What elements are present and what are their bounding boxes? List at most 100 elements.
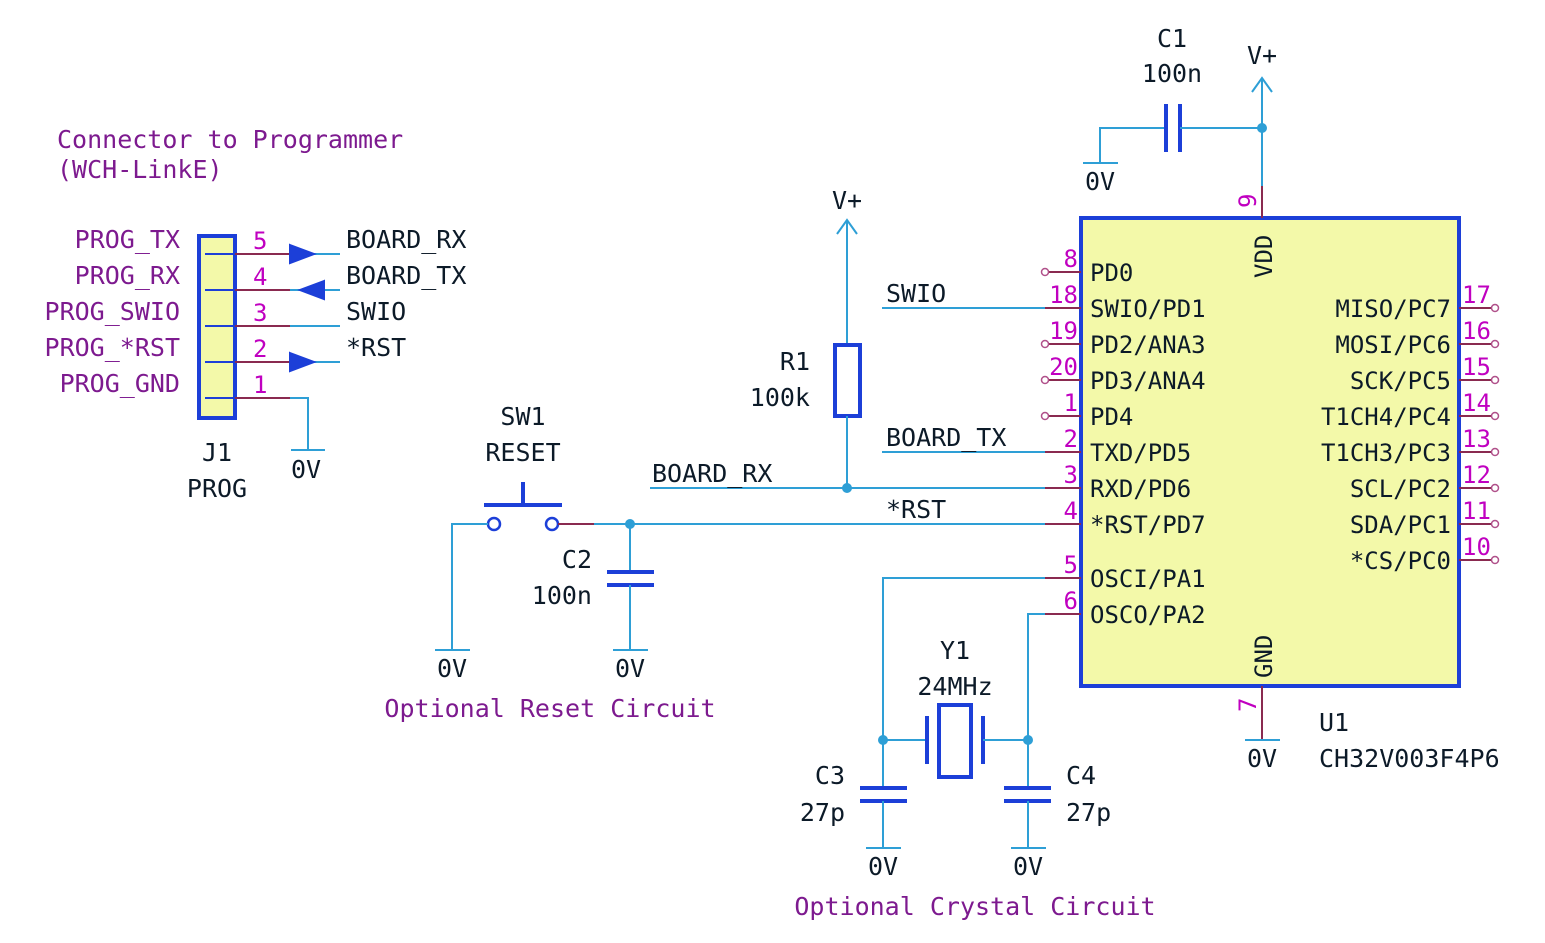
- capacitor-c3: C3 27p 0V: [800, 740, 907, 881]
- u1-pin-number: 15: [1462, 353, 1491, 381]
- u1-gnd-label: 0V: [1247, 744, 1277, 773]
- c2-gnd-label: 0V: [615, 654, 645, 683]
- j1-net-rst: *RST: [346, 333, 406, 362]
- connector-title-line1: Connector to Programmer: [57, 125, 403, 154]
- j1-pin4-name: PROG_RX: [75, 261, 180, 290]
- c1-ref: C1: [1157, 24, 1187, 53]
- u1-left-pins: 8 18 19 20 1 2 3 4 5 6 PD0 SWIO/PD1 PD2/…: [1040, 245, 1206, 629]
- c2-value: 100n: [532, 581, 592, 610]
- u1-pin-name: RXD/PD6: [1090, 475, 1191, 503]
- u1-pin-name: MOSI/PC6: [1335, 331, 1451, 359]
- u1-pin-number: 8: [1064, 245, 1078, 273]
- sw1-ref: SW1: [500, 402, 545, 431]
- u1-pin-number: 1: [1064, 389, 1078, 417]
- u1-vdd-name: VDD: [1250, 235, 1278, 278]
- u1-pin-number: 10: [1462, 533, 1491, 561]
- u1-ref: U1: [1319, 708, 1349, 737]
- vplus-top-label: V+: [1247, 41, 1277, 70]
- u1-pin-number: 5: [1064, 551, 1078, 579]
- u1-pin-number: 16: [1462, 317, 1491, 345]
- u1-pin-name: SWIO/PD1: [1090, 295, 1206, 323]
- u1-pin-number: 20: [1049, 353, 1078, 381]
- u1-pin-name: SCK/PC5: [1350, 367, 1451, 395]
- sw1-value: RESET: [485, 438, 560, 467]
- net-label-rst: *RST: [886, 495, 946, 524]
- u1-pin-name: T1CH3/PC3: [1321, 439, 1451, 467]
- arrow-right-icon: [289, 243, 317, 265]
- j1-pin5-name: PROG_TX: [75, 225, 180, 254]
- net-wires: SWIO BOARD_TX BOARD_RX *RST: [650, 279, 1045, 524]
- connector-title-line2: (WCH-LinkE): [57, 155, 223, 184]
- r1-body: [833, 343, 862, 418]
- u1-pin-number: 13: [1462, 425, 1491, 453]
- y1-value: 24MHz: [917, 672, 992, 701]
- u1-pin-number: 2: [1064, 425, 1078, 453]
- u1-pin-number: 18: [1049, 281, 1078, 309]
- u1-right-pins: 17 16 15 14 13 12 11 10 MISO/PC7 MOSI/PC…: [1321, 281, 1500, 575]
- chip-u1: 9 VDD 7 GND 0V 8 18 19 20 1: [1040, 186, 1500, 773]
- c3-gnd-label: 0V: [868, 852, 898, 881]
- u1-gnd-number: 7: [1234, 698, 1262, 712]
- u1-pin-name: OSCO/PA2: [1090, 601, 1206, 629]
- j1-pin2-name: PROG_*RST: [45, 333, 180, 362]
- j1-gnd-label: 0V: [291, 455, 321, 484]
- c3-ref: C3: [815, 761, 845, 790]
- crystal-y1: Y1 24MHz: [878, 577, 1045, 779]
- u1-gnd-name: GND: [1250, 635, 1278, 678]
- capacitor-c2: C2 100n 0V: [532, 519, 1045, 683]
- sw1-gnd-label: 0V: [437, 654, 467, 683]
- reset-circuit-note: Optional Reset Circuit: [384, 694, 715, 723]
- net-label-swio: SWIO: [886, 279, 946, 308]
- u1-pin-name: SDA/PC1: [1350, 511, 1451, 539]
- u1-vdd-number: 9: [1234, 194, 1262, 208]
- c4-gnd-label: 0V: [1013, 852, 1043, 881]
- capacitor-c1: C1 100n 0V: [1083, 24, 1267, 196]
- connector-j1: Connector to Programmer (WCH-LinkE) 5 4 …: [45, 125, 467, 503]
- u1-pin-number: 3: [1064, 461, 1078, 489]
- u1-body: [1079, 216, 1461, 688]
- j1-ref: J1: [202, 438, 232, 467]
- r1-ref: R1: [780, 347, 810, 376]
- c1-gnd-label: 0V: [1085, 167, 1115, 196]
- y1-ref: Y1: [940, 636, 970, 665]
- u1-pin-number: 11: [1462, 497, 1491, 525]
- u1-pin-name: T1CH4/PC4: [1321, 403, 1451, 431]
- switch-sw1: SW1 RESET 0V: [435, 402, 594, 683]
- j1-pin3-number: 3: [253, 299, 267, 327]
- u1-pin-name: SCL/PC2: [1350, 475, 1451, 503]
- u1-pin-name: PD0: [1090, 259, 1133, 287]
- u1-pin-number: 19: [1049, 317, 1078, 345]
- u1-pin-number: 6: [1064, 587, 1078, 615]
- capacitor-c4: C4 27p 0V: [1004, 740, 1111, 881]
- u1-pin-number: 17: [1462, 281, 1491, 309]
- j1-net-board-tx: BOARD_TX: [346, 261, 466, 290]
- u1-pin-name: OSCI/PA1: [1090, 565, 1206, 593]
- net-label-board-tx: BOARD_TX: [886, 423, 1006, 452]
- vplus-r1-label: V+: [832, 186, 862, 215]
- r1-value: 100k: [750, 383, 810, 412]
- u1-pin-name: *RST/PD7: [1090, 511, 1206, 539]
- arrow-left-icon: [297, 279, 325, 301]
- j1-value: PROG: [187, 474, 247, 503]
- u1-pin-name: TXD/PD5: [1090, 439, 1191, 467]
- c4-ref: C4: [1066, 761, 1096, 790]
- c1-value: 100n: [1142, 59, 1202, 88]
- j1-net-swio: SWIO: [346, 297, 406, 326]
- u1-pin-name: PD2/ANA3: [1090, 331, 1206, 359]
- j1-pin2-number: 2: [253, 335, 267, 363]
- u1-pin-number: 12: [1462, 461, 1491, 489]
- j1-net-board-rx: BOARD_RX: [346, 225, 466, 254]
- c3-value: 27p: [800, 798, 845, 827]
- net-label-board-rx: BOARD_RX: [652, 459, 772, 488]
- j1-pin5-number: 5: [253, 227, 267, 255]
- c4-value: 27p: [1066, 798, 1111, 827]
- arrow-right-icon: [289, 351, 317, 373]
- u1-pin-number: 14: [1462, 389, 1491, 417]
- j1-pin4-number: 4: [253, 263, 267, 291]
- j1-pin1-number: 1: [253, 371, 267, 399]
- c2-ref: C2: [562, 545, 592, 574]
- u1-pin-name: MISO/PC7: [1335, 295, 1451, 323]
- u1-value: CH32V003F4P6: [1319, 744, 1500, 773]
- j1-pin3-name: PROG_SWIO: [45, 297, 180, 326]
